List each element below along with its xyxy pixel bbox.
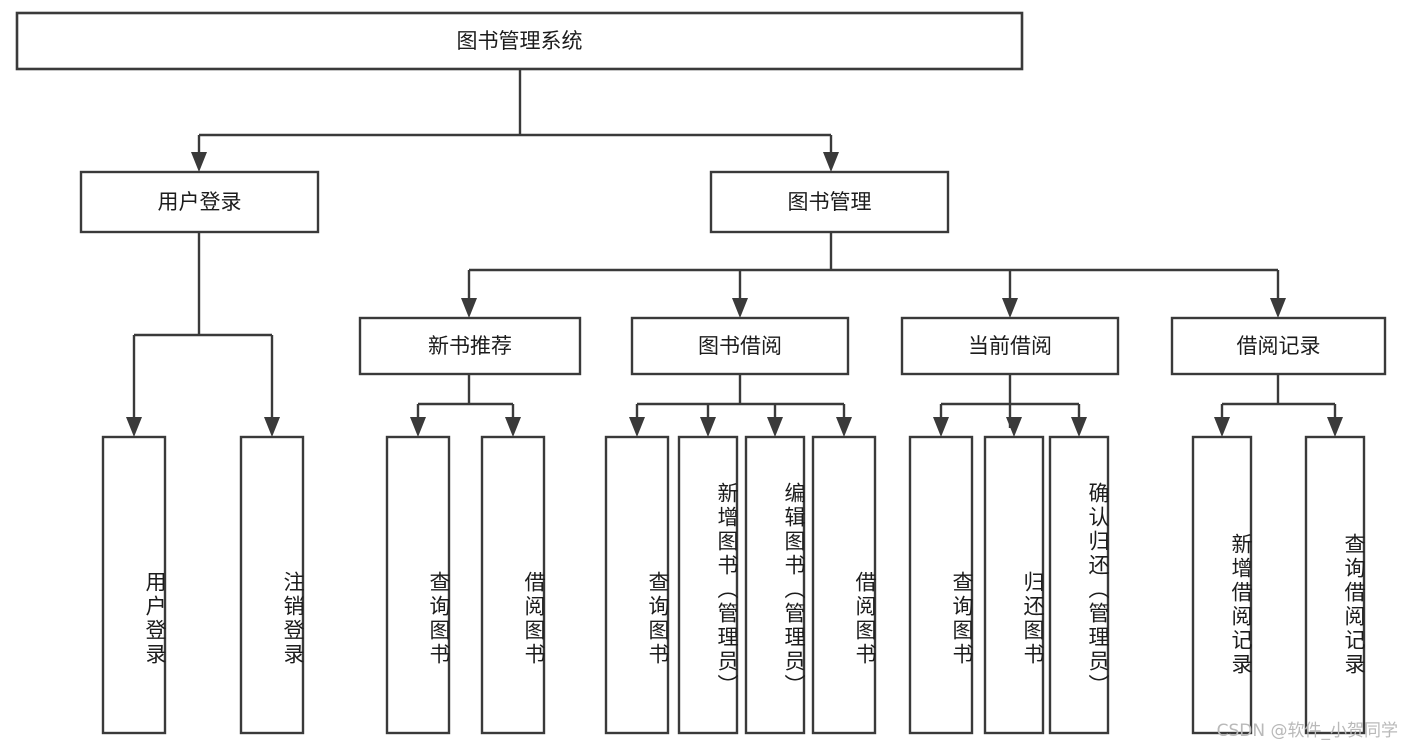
connector-layer (126, 69, 1343, 437)
arrowhead-leaf-query-record (1327, 417, 1343, 437)
node-user-login-label: 用户登录 (158, 190, 242, 214)
arrowhead-leaf-confirm-return (1071, 417, 1087, 437)
node-user-login[interactable]: 用户登录 (79, 170, 320, 234)
leaf-query-book-rec-box[interactable] (385, 435, 451, 735)
node-borrow-record-label: 借阅记录 (1237, 334, 1321, 358)
node-book-management-label: 图书管理 (788, 190, 872, 214)
node-root-box[interactable] (15, 11, 1024, 71)
arrowhead-user-login (191, 152, 207, 172)
node-book-management-box[interactable] (709, 170, 950, 234)
leaf-query-book-borrow-box[interactable] (604, 435, 670, 735)
node-current-borrow-label: 当前借阅 (968, 334, 1052, 358)
leaf-confirm-return-box[interactable] (1048, 435, 1110, 735)
node-new-book-recommend[interactable]: 新书推荐 (358, 316, 582, 376)
leaf-borrow-book-rec-box[interactable] (480, 435, 546, 735)
leaf-user-login-box[interactable] (101, 435, 167, 735)
node-current-borrow-box[interactable] (900, 316, 1120, 376)
arrowhead-leaf-add-book (700, 417, 716, 437)
leaf-add-record-box[interactable] (1191, 435, 1253, 735)
node-new-book-recommend-box[interactable] (358, 316, 582, 376)
leaf-logout-box[interactable] (239, 435, 305, 735)
arrowhead-book-management (823, 152, 839, 172)
node-book-borrow-box[interactable] (630, 316, 850, 376)
node-book-management[interactable]: 图书管理 (709, 170, 950, 234)
connector-book-borrow-branch (635, 374, 846, 428)
leaf-borrow-book-box[interactable] (811, 435, 877, 735)
node-borrow-record-box[interactable] (1170, 316, 1387, 376)
node-root-label: 图书管理系统 (457, 29, 583, 53)
leaf-query-book-cur-box[interactable] (908, 435, 974, 735)
connector-book-management-branch (467, 232, 1280, 309)
node-book-borrow-label: 图书借阅 (698, 334, 782, 358)
connector-new-book-recommend-branch (416, 374, 515, 428)
node-current-borrow[interactable]: 当前借阅 (900, 316, 1120, 376)
watermark-label: CSDN @软件_小贺同学 (1217, 721, 1398, 741)
arrowhead-leaf-edit-book (767, 417, 783, 437)
arrowhead-leaf-add-record (1214, 417, 1230, 437)
arrowhead-leaf-user-login (126, 417, 142, 437)
arrowhead-book-borrow (732, 298, 748, 318)
node-borrow-record[interactable]: 借阅记录 (1170, 316, 1387, 376)
arrowhead-leaf-query-book-borrow (629, 417, 645, 437)
arrowhead-leaf-return-book (1006, 417, 1022, 437)
arrowhead-leaf-query-book-rec (410, 417, 426, 437)
leaf-return-book-box[interactable] (983, 435, 1045, 735)
leaf-add-book-box[interactable] (677, 435, 739, 735)
arrowhead-new-book-recommend (461, 298, 477, 318)
connector-borrow-record-branch (1220, 374, 1337, 428)
arrowhead-leaf-logout (264, 417, 280, 437)
node-root[interactable]: 图书管理系统 (15, 11, 1024, 71)
arrowhead-borrow-record (1270, 298, 1286, 318)
leaf-query-record-box[interactable] (1304, 435, 1366, 735)
arrowhead-leaf-borrow-book-rec (505, 417, 521, 437)
leaf-box-layer (101, 435, 1366, 735)
connector-current-borrow-branch (939, 374, 1081, 428)
arrowhead-leaf-borrow-book (836, 417, 852, 437)
node-new-book-recommend-label: 新书推荐 (428, 334, 512, 358)
node-book-borrow[interactable]: 图书借阅 (630, 316, 850, 376)
arrowhead-leaf-query-book-cur (933, 417, 949, 437)
node-user-login-box[interactable] (79, 170, 320, 234)
arrowhead-current-borrow (1002, 298, 1018, 318)
connector-user-login-branch (132, 232, 274, 428)
leaf-edit-book-box[interactable] (744, 435, 806, 735)
connector-root-trunk (197, 69, 833, 163)
